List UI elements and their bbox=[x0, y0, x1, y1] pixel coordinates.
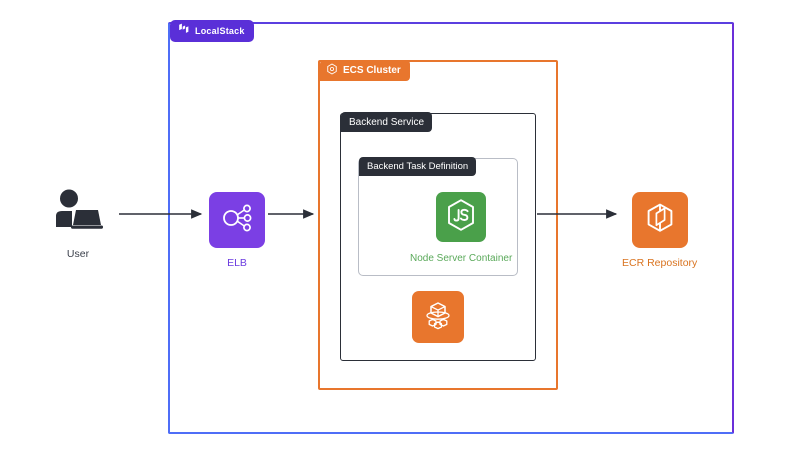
node-server-label: Node Server Container bbox=[410, 253, 513, 264]
ecr-tile bbox=[631, 192, 688, 248]
ecr-label: ECR Repository bbox=[622, 257, 698, 269]
ecs-cluster-label: ECS Cluster bbox=[343, 65, 401, 76]
elb-tile bbox=[209, 192, 265, 248]
ecs-cluster-icon bbox=[326, 62, 338, 80]
ecs-cluster-badge: ECS Cluster bbox=[320, 60, 410, 81]
ecs-cluster-container bbox=[318, 60, 558, 390]
ecr-repository-icon bbox=[643, 201, 677, 240]
user-at-laptop-icon bbox=[48, 186, 108, 236]
backend-service-container bbox=[340, 113, 536, 361]
localstack-logo-icon bbox=[177, 22, 190, 40]
user-label: User bbox=[66, 248, 90, 260]
nodejs-icon bbox=[445, 198, 477, 237]
elastic-load-balancer-icon bbox=[220, 201, 254, 240]
node-elb: ELB bbox=[209, 192, 265, 269]
node-user: User bbox=[48, 186, 108, 260]
backend-task-definition-badge: Backend Task Definition bbox=[359, 157, 477, 176]
elb-label: ELB bbox=[227, 257, 247, 269]
node-ecr-repository: ECR Repository bbox=[622, 192, 697, 269]
node-node-server-container: Node Server Container bbox=[410, 192, 512, 264]
localstack-label: LocalStack bbox=[195, 26, 245, 36]
localstack-container bbox=[168, 22, 734, 434]
localstack-badge: LocalStack bbox=[170, 20, 254, 42]
aws-ecs-task-icon bbox=[421, 298, 455, 337]
backend-task-definition-label: Backend Task Definition bbox=[367, 161, 469, 172]
backend-service-label: Backend Service bbox=[349, 116, 425, 128]
node-server-tile bbox=[436, 192, 487, 242]
backend-service-badge: Backend Service bbox=[341, 112, 433, 132]
node-ecs-task bbox=[412, 291, 464, 343]
ecs-task-tile bbox=[412, 291, 464, 343]
